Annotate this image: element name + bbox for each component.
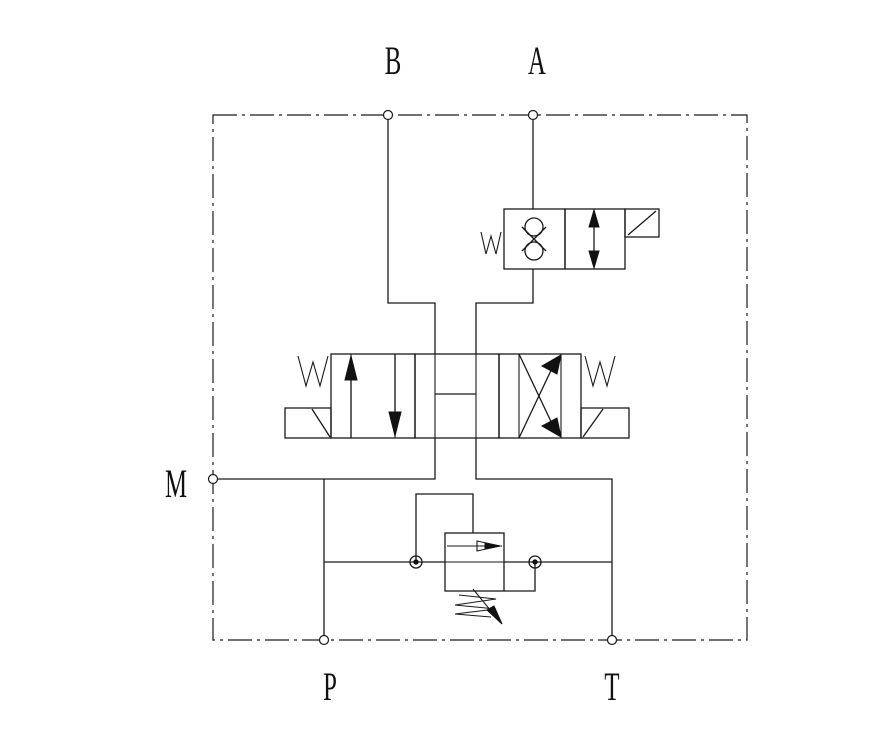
port-b-connector [382,109,394,121]
port-t-connector [606,634,618,646]
solenoid-check-valve [480,208,660,270]
directional-control-valve [284,353,630,439]
port-p-connector [318,634,330,646]
port-label-p: P [323,665,337,709]
port-a-connector [527,109,539,121]
port-m-connector [207,473,219,485]
port-label-b: B [385,39,402,83]
port-label-m: M [165,462,187,506]
port-label-t: T [604,665,619,709]
manifold-boundary [212,114,748,641]
port-label-a: A [528,39,546,83]
flow-lines [213,115,613,640]
relief-valve [409,532,542,625]
